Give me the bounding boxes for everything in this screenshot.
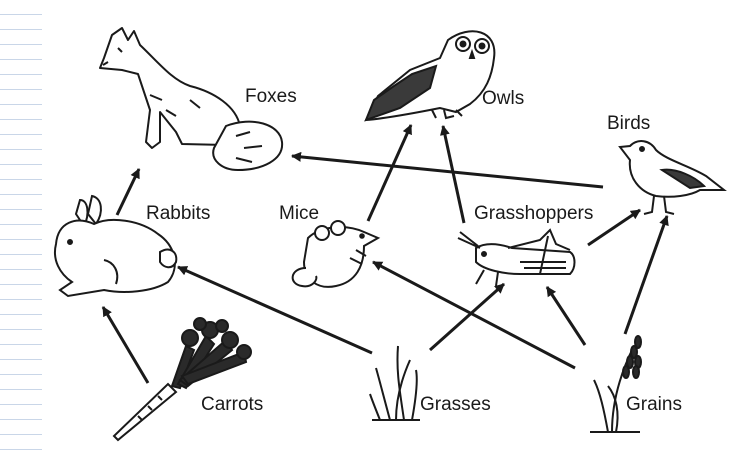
grasses-illustration [369, 345, 420, 421]
label-grains: Grains [626, 394, 682, 415]
arrow-grains-to-birds [623, 215, 669, 335]
arrow-birds-to-foxes [291, 151, 604, 189]
label-carrots: Carrots [201, 394, 264, 415]
label-grasses: Grasses [420, 394, 491, 415]
label-rabbits: Rabbits [146, 203, 211, 224]
label-grasshoppers: Grasshoppers [474, 203, 594, 224]
notebook-ruled-margin [0, 0, 42, 463]
label-owls: Owls [482, 88, 525, 109]
grasshopper-illustration [457, 228, 576, 287]
arrow-grasshoppers-to-owls [440, 125, 466, 224]
arrow-grasses-to-rabbits [177, 265, 373, 355]
arrow-grains-to-mice [372, 260, 576, 370]
fox-illustration [99, 27, 284, 171]
arrow-grasshoppers-to-birds [587, 208, 641, 247]
arrow-mice-to-owls [366, 124, 413, 222]
label-birds: Birds [607, 113, 651, 134]
carrots-illustration [112, 317, 252, 442]
grains-illustration [590, 335, 642, 433]
arrow-carrots-to-rabbits [101, 306, 150, 384]
label-foxes: Foxes [245, 86, 297, 107]
rabbit-illustration [54, 194, 178, 298]
owl-illustration [364, 30, 496, 122]
arrow-grasses-to-grasshoppers [429, 282, 505, 352]
label-mice: Mice [279, 203, 320, 224]
arrow-grains-to-grasshoppers [545, 286, 587, 346]
mouse-illustration [291, 220, 381, 288]
arrow-rabbits-to-foxes [115, 168, 141, 216]
bird-illustration [618, 140, 727, 215]
